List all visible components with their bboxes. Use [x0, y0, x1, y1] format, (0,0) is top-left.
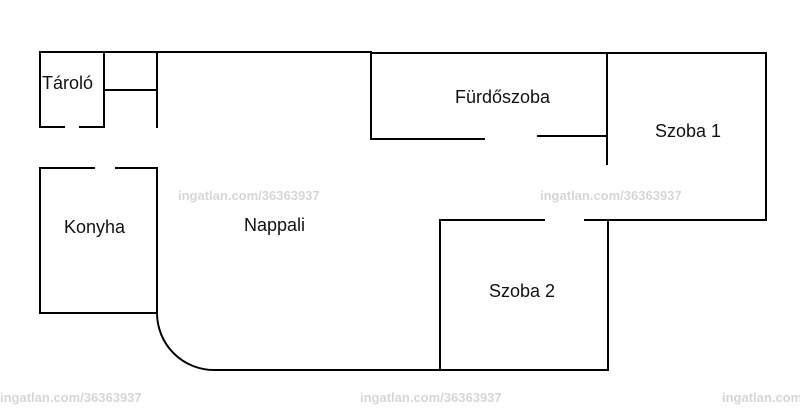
watermark: ingatlan.com/36363937	[540, 188, 682, 203]
watermark: ingatlan.com/36363937	[178, 188, 320, 203]
watermark: ingatlan.com/36363937	[722, 390, 800, 405]
walls	[39, 51, 767, 371]
room-labels: Tároló Fürdőszoba Szoba 1 Konyha Nappali…	[42, 73, 721, 301]
watermark: ingatlan.com/36363937	[360, 390, 502, 405]
watermark: ingatlan.com/36363937	[0, 390, 142, 405]
room-label-living-room: Nappali	[244, 215, 305, 235]
room-label-room-2: Szoba 2	[489, 281, 555, 301]
room-label-kitchen: Konyha	[64, 217, 126, 237]
room-label-bathroom: Fürdőszoba	[455, 87, 551, 107]
room-label-storage: Tároló	[42, 73, 93, 93]
wall	[155, 311, 609, 371]
watermarks: ingatlan.com/36363937 ingatlan.com/36363…	[0, 188, 800, 405]
room-label-room-1: Szoba 1	[655, 121, 721, 141]
